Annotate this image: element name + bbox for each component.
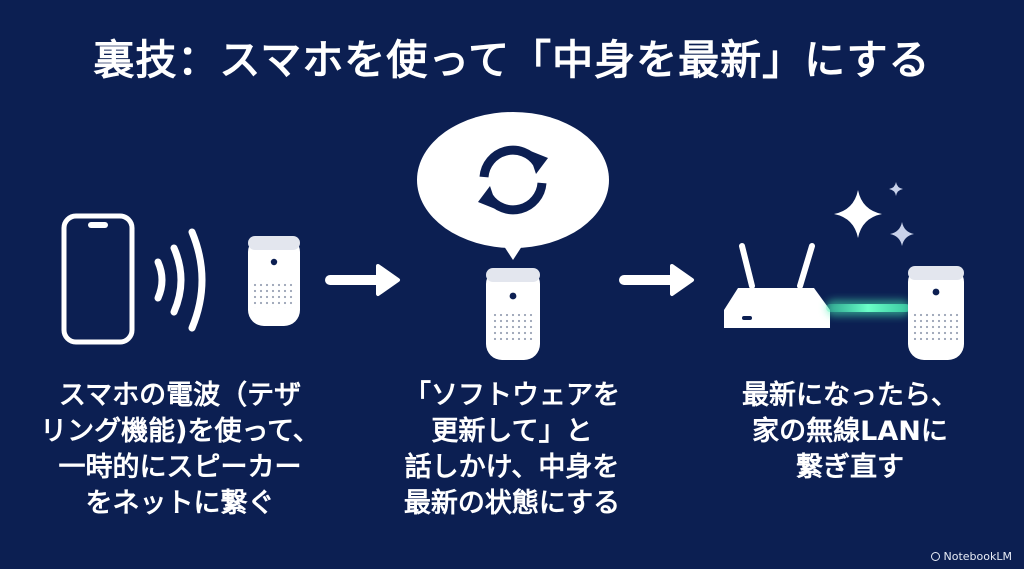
- brand-label: NotebookLM: [943, 550, 1012, 563]
- arrow-right-icon: [325, 264, 400, 296]
- refresh-arrowheads: [478, 150, 548, 210]
- connection-beam-icon: [826, 300, 910, 316]
- wifi-router-icon: [724, 243, 830, 328]
- smart-speaker-icon: [908, 266, 964, 360]
- radio-waves-icon: [154, 228, 206, 332]
- sparkle-icon: [889, 182, 903, 196]
- sparkle-icon: [890, 222, 914, 246]
- smartphone-icon: [61, 213, 135, 345]
- sparkle-icon: [834, 190, 882, 238]
- step-3-caption: 最新になったら、 家の無線LANに 繋ぎ直す: [742, 380, 958, 483]
- smart-speaker-icon: [486, 268, 540, 360]
- speech-bubble-icon: [417, 112, 609, 260]
- smart-speaker-icon: [248, 236, 300, 326]
- step-1-caption: スマホの電波（テザ リング機能)を使って、 一時的にスピーカー をネットに繋ぐ: [40, 380, 320, 519]
- step-2-caption: 「ソフトウェアを 更新して」と 話しかけ、中身を 最新の状態にする: [403, 380, 621, 519]
- arrow-right-icon: [619, 264, 694, 296]
- page-title: 裏技：スマホを使って「中身を最新」にする: [93, 36, 931, 84]
- notebooklm-logo-icon: [930, 552, 940, 561]
- brand-watermark: NotebookLM: [930, 550, 1012, 563]
